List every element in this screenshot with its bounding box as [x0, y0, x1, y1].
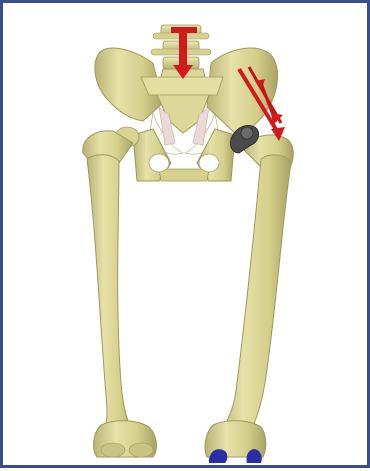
pelvis-femur-diagram — [3, 3, 370, 471]
right-femur — [205, 135, 293, 463]
